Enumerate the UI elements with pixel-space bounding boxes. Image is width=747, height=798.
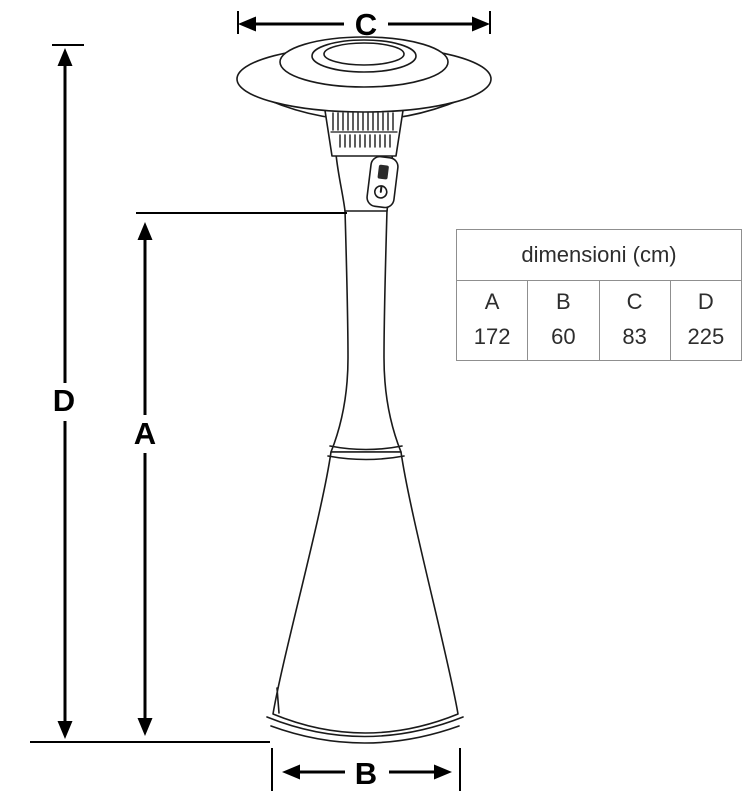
arrowhead-up-icon [137, 222, 153, 240]
dimension-letter: C [626, 289, 643, 314]
base-plate-top [266, 716, 464, 738]
table-column-c: C 83 [600, 281, 671, 360]
dimension-value: 83 [622, 324, 647, 349]
dimension-label-d: D [53, 383, 75, 418]
control-panel-body [366, 155, 399, 209]
dimension-annotations: C D A B [30, 7, 491, 791]
base-plate-bottom [270, 725, 460, 744]
control-panel [366, 155, 399, 209]
cone-base [272, 451, 459, 734]
cone-seam [276, 687, 280, 714]
dimension-c [237, 11, 491, 34]
arrowhead-down-icon [137, 718, 153, 736]
ignition-dial-mark [379, 185, 383, 193]
dimension-value: 172 [473, 324, 511, 349]
dimension-a [136, 212, 347, 736]
burner-slots-upper [332, 112, 394, 131]
dimensions-table-title: dimensioni (cm) [457, 230, 741, 281]
arrowhead-right-icon [472, 16, 490, 32]
dimension-b [271, 748, 461, 791]
dimension-letter: B [556, 289, 571, 314]
control-knob-icon [377, 164, 389, 180]
heater-drawing [236, 36, 492, 744]
cone-top-band [329, 445, 403, 451]
reflector-cap-inner [323, 42, 405, 66]
table-column-b: B 60 [528, 281, 600, 360]
dimension-letter: D [697, 289, 714, 314]
arrowhead-right-icon [434, 764, 452, 780]
dimension-value: 225 [687, 324, 725, 349]
dimension-label-a: A [134, 416, 156, 451]
pole [330, 209, 402, 453]
arrowhead-left-icon [282, 764, 300, 780]
arrowhead-left-icon [238, 16, 256, 32]
dimension-label-c: C [355, 7, 377, 42]
cone-top-band-lower [327, 455, 405, 461]
dimension-label-b: B [355, 756, 377, 791]
dimension-value: 60 [551, 324, 576, 349]
dimensions-table: dimensioni (cm) A 172 B 60 C 83 D 225 [456, 229, 742, 361]
arrowhead-up-icon [57, 48, 73, 66]
dimension-d [52, 44, 84, 739]
dimensions-table-body: A 172 B 60 C 83 D 225 [457, 281, 741, 360]
burner-slots-lower [339, 134, 391, 148]
arrowhead-down-icon [57, 721, 73, 739]
dimension-letter: A [484, 289, 500, 314]
table-column-d: D 225 [671, 281, 741, 360]
table-column-a: A 172 [457, 281, 529, 360]
